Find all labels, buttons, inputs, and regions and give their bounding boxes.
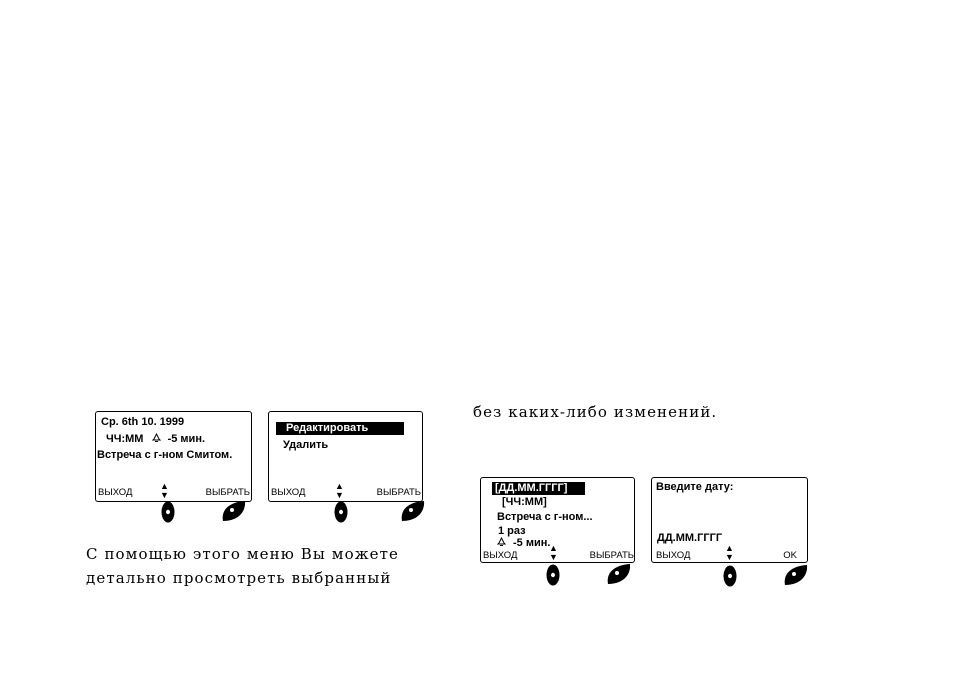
- time-field: [ЧЧ:ММ]: [502, 496, 547, 508]
- time-line: ЧЧ:ММ -5 мин.: [106, 432, 206, 447]
- menu-item-delete[interactable]: Удалить: [283, 439, 329, 451]
- bell-icon: [496, 536, 507, 551]
- time-label: ЧЧ:ММ: [106, 433, 144, 445]
- right-text-line: без каких-либо изменений.: [473, 403, 718, 421]
- select-key-icon[interactable]: [782, 563, 810, 591]
- exit-softkey[interactable]: ВЫХОД: [483, 550, 518, 561]
- ok-softkey[interactable]: OK: [783, 550, 797, 561]
- exit-softkey[interactable]: ВЫХОД: [656, 550, 691, 561]
- phone-screen-3: [ДД.ММ.ГГГГ] [ЧЧ:ММ] Встреча с г-ном... …: [480, 477, 635, 563]
- phone-screen-4: Введите дату: ДД.ММ.ГГГГ ВЫХОД ▲▼ OK: [651, 477, 808, 563]
- select-key-icon[interactable]: [220, 499, 248, 527]
- exit-softkey[interactable]: ВЫХОД: [271, 487, 306, 498]
- enter-date-prompt: Введите дату:: [656, 481, 734, 493]
- scroll-key-icon[interactable]: [333, 500, 349, 528]
- paragraph-line-1: С помощью этого меню Вы можете: [86, 545, 399, 563]
- date-field[interactable]: [ДД.ММ.ГГГГ]: [492, 482, 585, 495]
- reminder-label: -5 мин.: [167, 433, 206, 445]
- up-down-arrows-icon: ▲▼: [549, 543, 558, 562]
- meeting-line: Встреча с г-ном Смитом.: [97, 449, 233, 461]
- select-key-icon[interactable]: [399, 499, 427, 527]
- repeat-field: 1 раз: [498, 525, 526, 537]
- reminder-label: -5 мин.: [513, 537, 551, 549]
- menu-item-edit[interactable]: Редактировать: [276, 422, 404, 435]
- select-softkey[interactable]: ВЫБРАТЬ: [205, 487, 250, 498]
- date-format-value[interactable]: ДД.ММ.ГГГГ: [657, 532, 723, 544]
- phone-screen-1: Ср. 6th 10. 1999 ЧЧ:ММ -5 мин. Встреча с…: [95, 411, 252, 502]
- bell-icon: [151, 432, 161, 447]
- reminder-field: -5 мин.: [496, 536, 551, 551]
- scroll-key-icon[interactable]: [722, 564, 738, 592]
- select-softkey[interactable]: ВЫБРАТЬ: [376, 487, 421, 498]
- paragraph-line-2: детально просмотреть выбранный: [86, 569, 392, 587]
- date-line: Ср. 6th 10. 1999: [101, 416, 185, 428]
- scroll-key-icon[interactable]: [545, 563, 561, 591]
- phone-screen-2: Редактировать Удалить ВЫХОД ▲▼ ВЫБРАТЬ: [268, 411, 423, 502]
- select-softkey[interactable]: ВЫБРАТЬ: [589, 550, 634, 561]
- meeting-field: Встреча с г-ном...: [497, 511, 593, 523]
- up-down-arrows-icon: ▲▼: [725, 543, 734, 562]
- scroll-key-icon[interactable]: [160, 500, 176, 528]
- up-down-arrows-icon: ▲▼: [160, 481, 169, 500]
- exit-softkey[interactable]: ВЫХОД: [98, 487, 133, 498]
- up-down-arrows-icon: ▲▼: [335, 481, 344, 500]
- select-key-icon[interactable]: [605, 562, 633, 590]
